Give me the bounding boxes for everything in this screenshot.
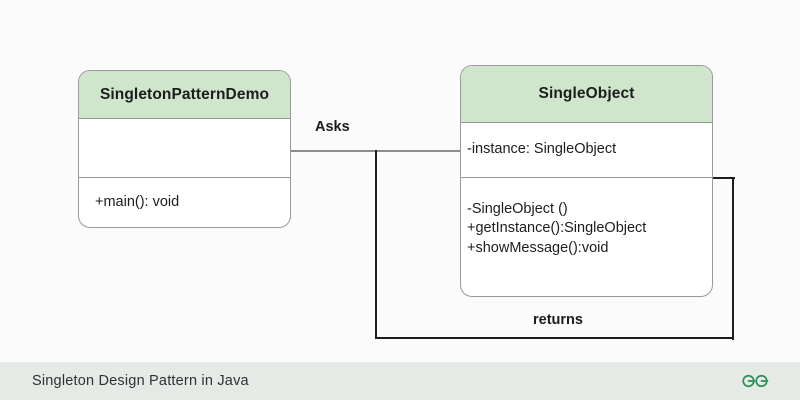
uml-operation-row: +showMessage():void [467, 239, 609, 256]
uml-operation-row: +main(): void [95, 193, 180, 210]
edge-returns-segment-right [732, 177, 735, 340]
uml-class-single-object: SingleObject -instance: SingleObject -Si… [460, 65, 713, 297]
geeksforgeeks-logo-icon [740, 372, 770, 390]
edge-label-returns: returns [533, 312, 583, 328]
edge-returns-segment-left [375, 150, 378, 339]
edge-returns-segment-bottom [375, 337, 734, 340]
uml-class-singleton-pattern-demo: SingletonPatternDemo +main(): void [78, 70, 291, 228]
uml-operations-section: +main(): void [79, 178, 290, 227]
uml-operations-section: -SingleObject () +getInstance():SingleOb… [461, 178, 712, 296]
edge-label-asks: Asks [315, 119, 350, 135]
uml-attributes-section [79, 119, 290, 178]
uml-attributes-section: -instance: SingleObject [461, 123, 712, 178]
caption-bar: Singleton Design Pattern in Java [0, 362, 800, 400]
uml-operation-row: -SingleObject () [467, 201, 568, 217]
uml-attribute-row: -instance: SingleObject [467, 141, 617, 158]
edge-returns-segment-top [712, 177, 735, 180]
uml-class-title: SingletonPatternDemo [79, 71, 290, 119]
caption-title: Singleton Design Pattern in Java [32, 373, 249, 389]
uml-class-title: SingleObject [461, 66, 712, 123]
uml-operation-row: +getInstance():SingleObject [467, 220, 647, 237]
